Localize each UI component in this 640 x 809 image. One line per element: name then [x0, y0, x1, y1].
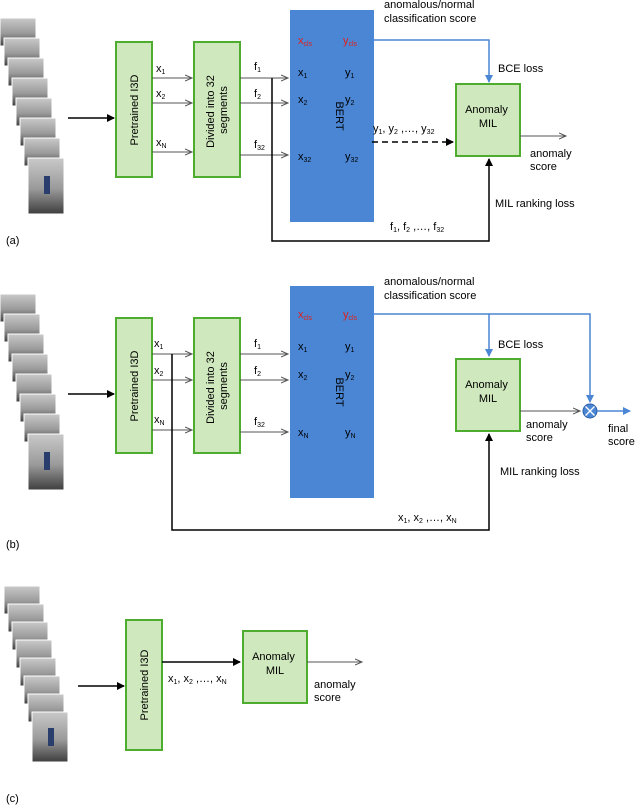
divided-box-b — [193, 317, 241, 454]
anomaly-mil-box-a — [455, 83, 521, 157]
bert-x1-a: x1 — [298, 67, 308, 80]
bert-x2-a: x2 — [298, 94, 308, 107]
xn-label-a: xN — [156, 137, 167, 150]
f-seq-label-a: f1, f2 ,…, f32 — [390, 221, 444, 234]
classification-score-label-a: anomalous/normal classification score — [384, 0, 478, 25]
bert-x1-b: x1 — [298, 341, 308, 354]
mil-ranking-label-b: MIL ranking loss — [500, 466, 580, 478]
xn-label-b: xN — [154, 414, 165, 427]
pretrained-i3d-box-a — [115, 41, 153, 178]
anomaly-score-label-a: anomaly score — [530, 148, 575, 173]
x2-label-b: x2 — [154, 365, 164, 378]
bert-box-b — [290, 286, 374, 498]
bce-loss-label-a: BCE loss — [498, 63, 544, 75]
video-frames-a — [0, 17, 65, 215]
bert-yn-b: yN — [345, 427, 356, 440]
bert-label-a: BERT — [333, 101, 345, 130]
pretrained-i3d-box-b — [115, 317, 153, 454]
f2-label-b: f2 — [254, 365, 261, 378]
x-seq-label-c: x1, x2 ,…, xN — [168, 673, 227, 686]
cls-to-fusion-arrow-b — [489, 313, 594, 403]
mil-ranking-arrow-b — [171, 354, 493, 531]
bert-y1-b: y1 — [345, 341, 355, 354]
mil-ranking-arrow-a — [271, 78, 493, 242]
divided-box-a — [193, 41, 241, 178]
pretrained-i3d-label-a: Pretrained I3D — [129, 74, 141, 145]
bert-label-b: BERT — [333, 377, 345, 406]
divided-label-b: Divided into 32 segments — [205, 348, 230, 424]
x2-label-a: x2 — [156, 88, 166, 101]
panel-label-c: (c) — [6, 793, 19, 805]
anomaly-score-label-b: anomaly score — [526, 419, 571, 444]
x-seq-label-b: x1, x2 ,…, xN — [398, 512, 457, 525]
f32-label-b: f32 — [254, 416, 265, 429]
mil-ranking-label-a: MIL ranking loss — [495, 198, 575, 210]
divided-label-a: Divided into 32 segments — [205, 72, 230, 148]
video-frames-c — [3, 585, 69, 763]
final-score-label-b: final score — [608, 423, 635, 448]
panel-label-a: (a) — [6, 235, 19, 247]
anomaly-mil-label-b: Anomaly MIL — [465, 379, 511, 405]
f2-label-a: f2 — [254, 88, 261, 101]
panel-b: Pretrained I3D x1 x2 xN Divided into 32 … — [0, 276, 635, 551]
panel-label-b: (b) — [6, 539, 19, 551]
anomaly-mil-label-a: Anomaly MIL — [465, 104, 511, 130]
anomaly-score-label-c: anomaly score — [314, 679, 359, 704]
panel-a: Pretrained I3D x1 x2 xN Divided into 32 … — [0, 0, 575, 247]
x1-label-b: x1 — [154, 338, 164, 351]
anomaly-mil-box-c — [242, 630, 308, 704]
pretrained-i3d-label-c: Pretrained I3D — [139, 649, 151, 720]
bert-y2-b: y2 — [345, 369, 355, 382]
y-seq-label-a: y1, y2 ,…, y32 — [373, 123, 435, 136]
f1-label-b: f1 — [254, 338, 261, 351]
f1-label-a: f1 — [254, 61, 261, 74]
pretrained-i3d-label-b: Pretrained I3D — [129, 350, 141, 421]
bce-arrow-b — [372, 313, 493, 357]
f32-label-a: f32 — [254, 139, 265, 152]
bert-x2-b: x2 — [298, 369, 308, 382]
bce-loss-label-b: BCE loss — [498, 339, 544, 351]
pretrained-i3d-box-c — [125, 619, 163, 751]
panel-c: Pretrained I3D x1, x2 ,…, xN Anomaly MIL… — [3, 585, 362, 805]
bce-arrow-a — [372, 39, 493, 83]
anomaly-mil-label-c: Anomaly MIL — [252, 651, 298, 677]
bert-y2-a: y2 — [345, 94, 355, 107]
fusion-multiply-icon — [582, 403, 598, 419]
x1-label-a: x1 — [156, 63, 166, 76]
anomaly-mil-box-b — [455, 358, 521, 432]
bert-y1-a: y1 — [345, 67, 355, 80]
video-frames-b — [0, 293, 65, 491]
bert-xn-b: xN — [298, 427, 309, 440]
classification-score-label-b: anomalous/normal classification score — [384, 276, 478, 302]
bert-box-a — [290, 10, 374, 222]
